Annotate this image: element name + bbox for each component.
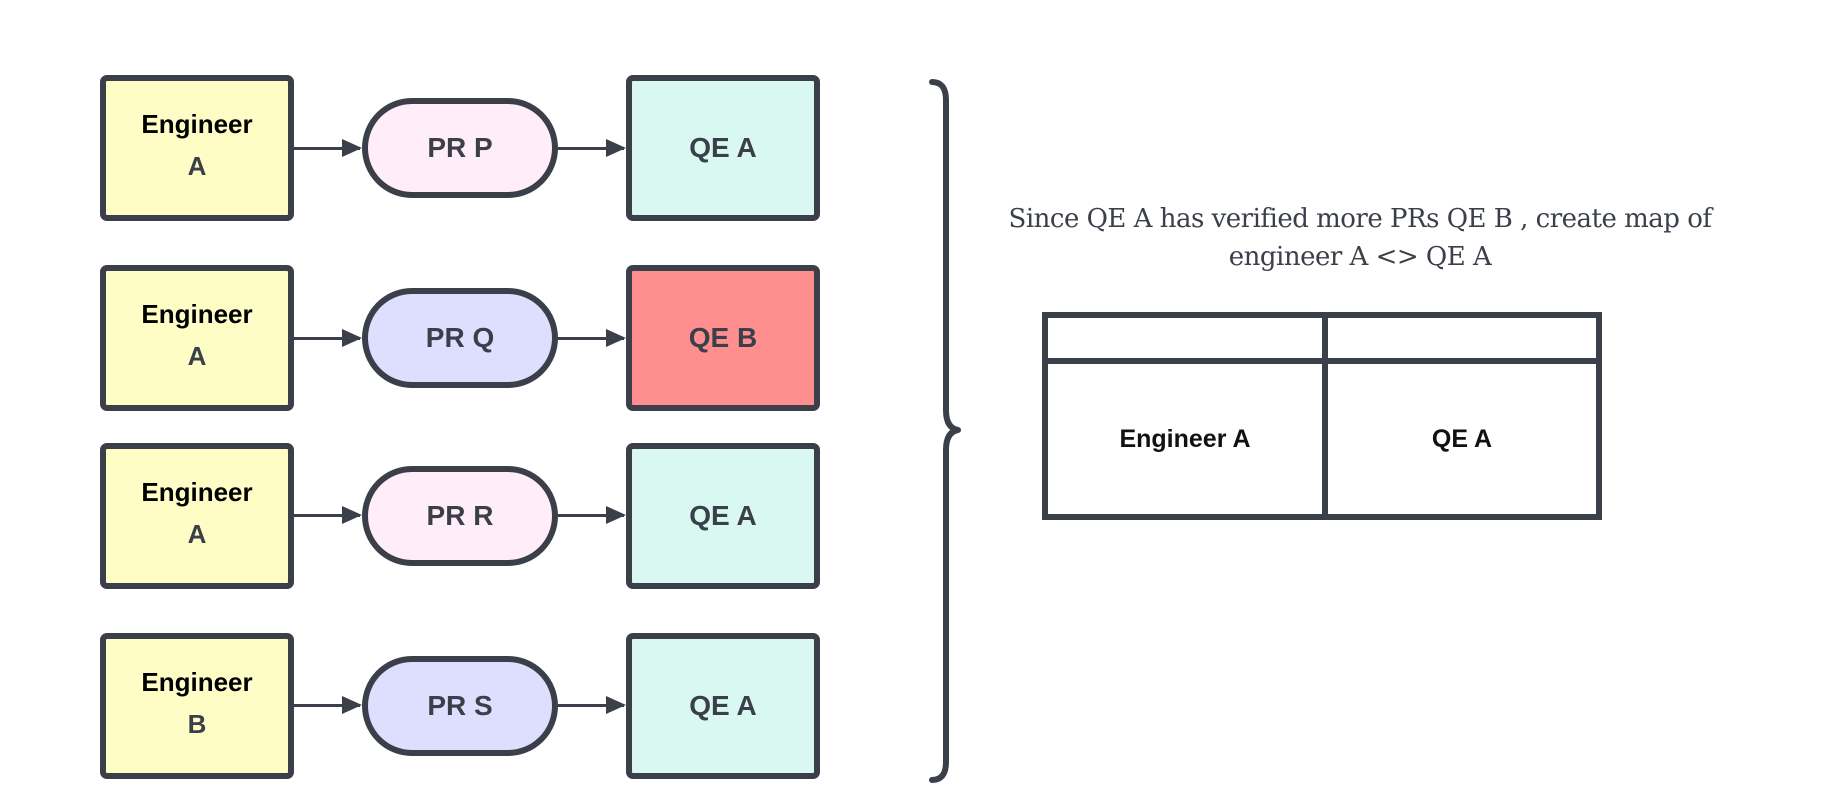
arrow-pr-to-qe-2 — [558, 329, 626, 347]
engineer-label: Engineer — [141, 667, 253, 697]
caption-line-1: Since QE A has verified more PRs QE B , … — [1008, 204, 1712, 234]
pr-label: PR Q — [425, 322, 495, 353]
table-column-divider — [1322, 318, 1328, 514]
pr-node-2: PR Q — [362, 288, 558, 388]
engineer-label: Engineer — [141, 109, 253, 139]
qe-node-1: QE A — [626, 75, 820, 221]
qe-node-4: QE A — [626, 633, 820, 779]
arrow-engineer-to-pr-4 — [294, 696, 362, 714]
qe-node-2: QE B — [626, 265, 820, 411]
engineer-node-1: Engineer A — [100, 75, 294, 221]
qe-label: QE A — [689, 500, 757, 531]
pr-label: PR S — [427, 690, 493, 721]
engineer-id: A — [187, 151, 207, 181]
mapping-caption: Since QE A has verified more PRs QE B , … — [960, 200, 1760, 276]
arrow-engineer-to-pr-2 — [294, 329, 362, 347]
qe-label: QE A — [689, 690, 757, 721]
arrow-pr-to-qe-4 — [558, 696, 626, 714]
table-cell-engineer: Engineer A — [1119, 424, 1251, 453]
arrow-engineer-to-pr-3 — [294, 506, 362, 524]
engineer-id: A — [187, 519, 207, 549]
pr-node-1: PR P — [362, 98, 558, 198]
pr-label: PR P — [427, 132, 493, 163]
pr-node-4: PR S — [362, 656, 558, 756]
table-header-cell-2 — [1328, 318, 1596, 358]
engineer-node-2: Engineer A — [100, 265, 294, 411]
curly-brace — [929, 79, 961, 783]
arrow-pr-to-qe-3 — [558, 506, 626, 524]
caption-line-2: engineer A <> QE A — [1228, 242, 1492, 272]
table-header-cell-1 — [1048, 318, 1322, 358]
table-cell-qe: QE A — [1431, 424, 1493, 453]
pr-label: PR R — [426, 500, 494, 531]
qe-label: QE B — [688, 322, 758, 353]
qe-label: QE A — [689, 132, 757, 163]
pr-node-3: PR R — [362, 466, 558, 566]
engineer-node-3: Engineer A — [100, 443, 294, 589]
qe-node-3: QE A — [626, 443, 820, 589]
engineer-id: A — [187, 341, 207, 371]
engineer-label: Engineer — [141, 299, 253, 329]
engineer-id: B — [187, 709, 207, 739]
mapping-table: Engineer A QE A — [1042, 312, 1602, 520]
engineer-label: Engineer — [141, 477, 253, 507]
engineer-node-4: Engineer B — [100, 633, 294, 779]
arrow-pr-to-qe-1 — [558, 139, 626, 157]
arrow-engineer-to-pr-1 — [294, 139, 362, 157]
